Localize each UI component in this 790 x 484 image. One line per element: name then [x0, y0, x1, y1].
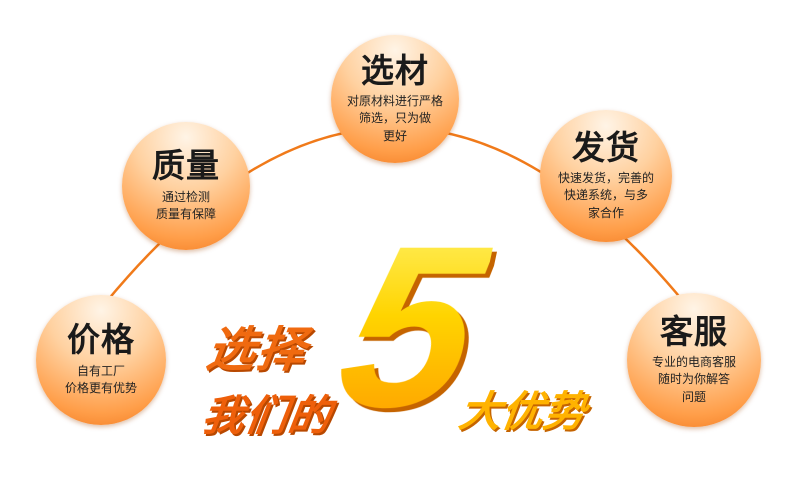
advantage-description: 对原材料进行严格 筛选，只为做 更好: [346, 94, 443, 143]
slogan-choose: 选择: [203, 322, 312, 378]
slogan-our: 我们的: [199, 391, 336, 440]
advantage-description: 自有工厂 价格更有优势: [64, 363, 137, 396]
advantage-circle-quality: 质量 通过检测 质量有保障: [122, 122, 250, 250]
advantage-title: 选材: [361, 50, 429, 90]
advantage-title: 质量: [152, 146, 220, 186]
advantage-title: 价格: [67, 320, 135, 360]
slogan-big-advantages: 大优势: [456, 387, 590, 436]
advantage-description: 快速发货，完善的 快递系统，与多 家合作: [557, 171, 654, 220]
advantage-circle-shipping: 发货 快速发货，完善的 快递系统，与多 家合作: [540, 110, 672, 242]
advantage-circle-material: 选材 对原材料进行严格 筛选，只为做 更好: [331, 35, 459, 163]
advantage-circle-price: 价格 自有工厂 价格更有优势: [36, 295, 166, 425]
advantage-title: 客服: [660, 311, 728, 351]
advantage-description: 通过检测 质量有保障: [155, 189, 216, 222]
advantage-title: 发货: [572, 127, 640, 167]
advantage-circle-service: 客服 专业的电商客服 随时为你解答 问题: [627, 293, 761, 427]
advantage-description: 专业的电商客服 随时为你解答 问题: [651, 355, 736, 404]
